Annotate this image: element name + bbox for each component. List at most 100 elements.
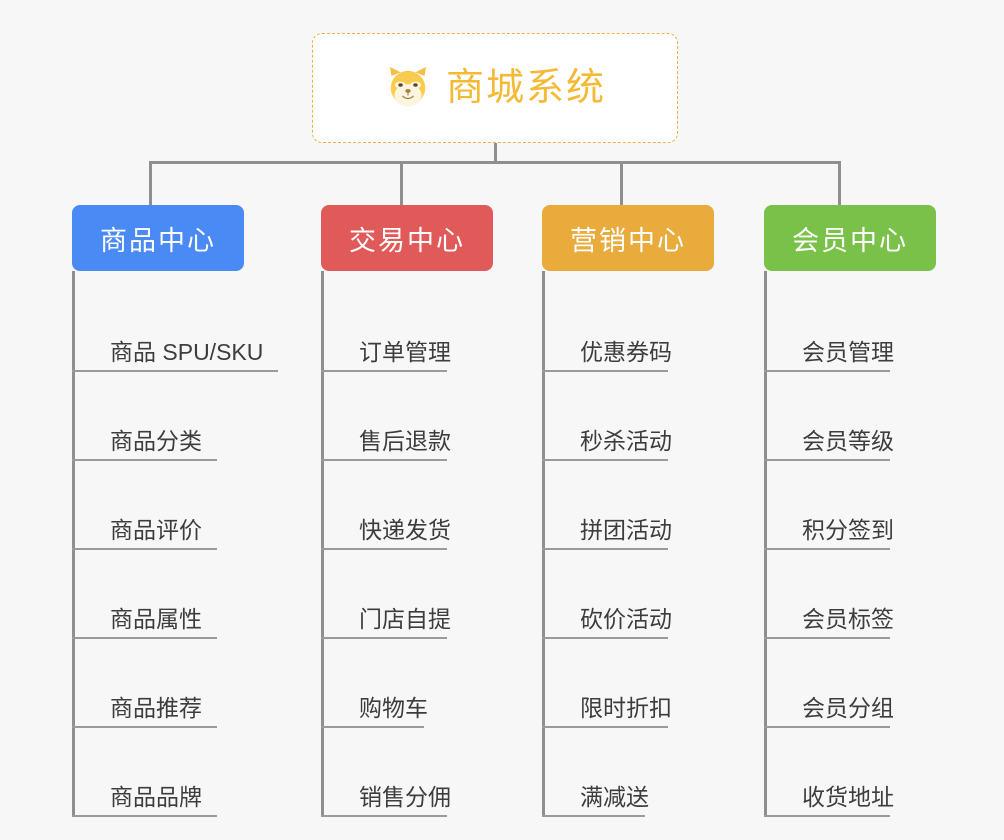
leaf-item[interactable]: 订单管理 xyxy=(321,283,493,372)
leaf-underline xyxy=(764,370,890,372)
connector-drop-0 xyxy=(149,161,152,205)
leaf-label: 商品评价 xyxy=(110,516,202,543)
leaf-label: 满减送 xyxy=(580,783,649,810)
column-spine xyxy=(72,271,75,817)
leaf-label: 限时折扣 xyxy=(580,694,672,721)
leaf-label: 收货地址 xyxy=(802,783,894,810)
leaf-item[interactable]: 商品评价 xyxy=(72,461,263,550)
category-column-member: 会员中心 会员管理 会员等级 积分签到 会员标签 会员分组 xyxy=(764,205,936,817)
root-title: 商城系统 xyxy=(445,67,606,109)
leaf-item[interactable]: 快递发货 xyxy=(321,461,493,550)
leaf-item[interactable]: 购物车 xyxy=(321,639,493,728)
leaf-item[interactable]: 会员等级 xyxy=(764,372,936,461)
leaf-underline xyxy=(542,459,668,461)
leaf-underline xyxy=(321,815,447,817)
leaf-underline xyxy=(72,459,217,461)
leaf-label: 商品推荐 xyxy=(110,694,202,721)
leaf-label: 秒杀活动 xyxy=(580,427,672,454)
category-column-trade: 交易中心 订单管理 售后退款 快递发货 门店自提 购物车 xyxy=(321,205,493,817)
leaf-item[interactable]: 积分签到 xyxy=(764,461,936,550)
column-spine xyxy=(321,271,324,817)
leaf-label: 砍价活动 xyxy=(580,605,672,632)
leaf-underline xyxy=(542,370,668,372)
leaf-underline xyxy=(542,726,668,728)
leaf-underline xyxy=(542,815,645,817)
leaf-item[interactable]: 秒杀活动 xyxy=(542,372,714,461)
leaf-label: 销售分佣 xyxy=(359,783,451,810)
connector-horizontal-bus xyxy=(149,161,841,164)
leaf-list-product: 商品 SPU/SKU 商品分类 商品评价 商品属性 商品推荐 商品品牌 xyxy=(72,271,278,817)
leaf-underline xyxy=(542,637,668,639)
category-header-label: 交易中心 xyxy=(349,225,465,256)
leaf-underline xyxy=(764,637,890,639)
leaf-label: 门店自提 xyxy=(359,605,451,632)
leaf-item[interactable]: 商品分类 xyxy=(72,372,263,461)
leaf-item[interactable]: 会员标签 xyxy=(764,550,936,639)
leaf-label: 商品属性 xyxy=(110,605,202,632)
leaf-underline xyxy=(321,637,447,639)
leaf-label: 积分签到 xyxy=(802,516,894,543)
leaf-item[interactable]: 会员管理 xyxy=(764,283,936,372)
leaf-item[interactable]: 拼团活动 xyxy=(542,461,714,550)
leaf-list-trade: 订单管理 售后退款 快递发货 门店自提 购物车 销售分佣 xyxy=(321,271,493,817)
leaf-underline xyxy=(72,726,217,728)
leaf-item[interactable]: 门店自提 xyxy=(321,550,493,639)
leaf-item[interactable]: 售后退款 xyxy=(321,372,493,461)
column-spine xyxy=(764,271,767,817)
leaf-underline xyxy=(321,726,424,728)
leaf-label: 快递发货 xyxy=(359,516,451,543)
leaf-item[interactable]: 商品推荐 xyxy=(72,639,263,728)
connector-root-stem xyxy=(494,143,497,164)
leaf-underline xyxy=(764,459,890,461)
leaf-item[interactable]: 会员分组 xyxy=(764,639,936,728)
leaf-label: 售后退款 xyxy=(359,427,451,454)
leaf-underline xyxy=(764,548,890,550)
leaf-label: 商品 SPU/SKU xyxy=(110,338,264,365)
leaf-underline xyxy=(321,459,447,461)
category-header-trade[interactable]: 交易中心 xyxy=(321,205,493,271)
leaf-item[interactable]: 优惠券码 xyxy=(542,283,714,372)
leaf-underline xyxy=(764,815,890,817)
category-header-label: 营销中心 xyxy=(570,225,686,256)
leaf-label: 会员标签 xyxy=(802,605,894,632)
leaf-label: 商品品牌 xyxy=(110,783,202,810)
leaf-underline xyxy=(72,637,217,639)
leaf-item[interactable]: 商品品牌 xyxy=(72,728,263,817)
leaf-item[interactable]: 商品属性 xyxy=(72,550,263,639)
leaf-label: 购物车 xyxy=(359,694,428,721)
category-header-product[interactable]: 商品中心 xyxy=(72,205,244,271)
leaf-label: 订单管理 xyxy=(359,338,451,365)
leaf-underline xyxy=(542,548,668,550)
leaf-label: 商品分类 xyxy=(110,427,202,454)
leaf-item[interactable]: 砍价活动 xyxy=(542,550,714,639)
category-header-member[interactable]: 会员中心 xyxy=(764,205,936,271)
connector-drop-2 xyxy=(620,161,623,205)
leaf-item[interactable]: 销售分佣 xyxy=(321,728,493,817)
category-column-product: 商品中心 商品 SPU/SKU 商品分类 商品评价 商品属性 商品推荐 xyxy=(72,205,278,817)
leaf-underline xyxy=(764,726,890,728)
leaf-item[interactable]: 商品 SPU/SKU xyxy=(72,283,278,372)
leaf-underline xyxy=(321,548,447,550)
leaf-underline xyxy=(72,548,217,550)
shiba-dog-icon xyxy=(384,64,432,112)
leaf-label: 拼团活动 xyxy=(580,516,672,543)
leaf-underline xyxy=(321,370,447,372)
leaf-label: 会员分组 xyxy=(802,694,894,721)
leaf-underline xyxy=(72,815,217,817)
leaf-underline xyxy=(72,370,278,372)
leaf-item[interactable]: 收货地址 xyxy=(764,728,936,817)
category-header-label: 会员中心 xyxy=(792,225,908,256)
leaf-item[interactable]: 满减送 xyxy=(542,728,714,817)
leaf-item[interactable]: 限时折扣 xyxy=(542,639,714,728)
connector-drop-1 xyxy=(400,161,403,205)
leaf-list-member: 会员管理 会员等级 积分签到 会员标签 会员分组 收货地址 xyxy=(764,271,936,817)
root-node[interactable]: 商城系统 xyxy=(312,33,678,143)
leaf-label: 会员等级 xyxy=(802,427,894,454)
leaf-list-marketing: 优惠券码 秒杀活动 拼团活动 砍价活动 限时折扣 满减送 xyxy=(542,271,714,817)
column-spine xyxy=(542,271,545,817)
leaf-label: 优惠券码 xyxy=(580,338,672,365)
category-column-marketing: 营销中心 优惠券码 秒杀活动 拼团活动 砍价活动 限时折扣 xyxy=(542,205,714,817)
category-header-marketing[interactable]: 营销中心 xyxy=(542,205,714,271)
category-header-label: 商品中心 xyxy=(100,225,216,256)
